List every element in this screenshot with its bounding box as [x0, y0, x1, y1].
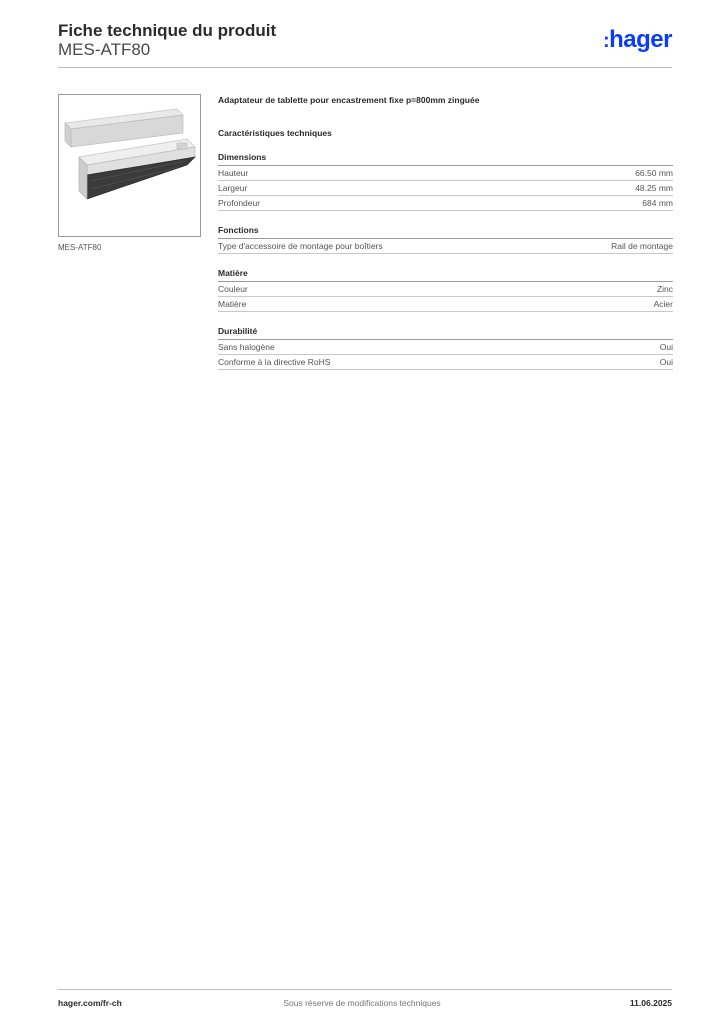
spec-label: Conforme à la directive RoHS [218, 357, 331, 367]
specs-title: Caractéristiques techniques [218, 128, 332, 138]
spec-label: Largeur [218, 183, 248, 193]
footer-website-link[interactable]: hager.com/fr-ch [58, 998, 122, 1008]
spec-row: Largeur 48.25 mm [218, 181, 673, 196]
product-details: Adaptateur de tablette pour encastrement… [218, 95, 673, 370]
spec-group-title: Dimensions [218, 152, 673, 166]
page-title: Fiche technique du produit [58, 21, 277, 40]
spec-label: Hauteur [218, 168, 249, 178]
spec-group-title: Durabilité [218, 326, 673, 340]
footer-divider [58, 989, 672, 990]
hager-logo[interactable]: :hager [602, 26, 673, 54]
spec-value: Rail de montage [611, 241, 673, 251]
logo-text: hager [609, 26, 672, 53]
spec-row: Sans halogène Oui [218, 340, 673, 355]
spec-group-title: Fonctions [218, 225, 673, 239]
spec-value: 48.25 mm [635, 183, 673, 193]
spec-value: Oui [659, 342, 673, 352]
spec-row: Profondeur 684 mm [218, 196, 673, 211]
footer-date: 11.06.2025 [629, 998, 672, 1008]
spec-row: Type d'accessoire de montage pour boîtie… [218, 239, 673, 254]
spec-row: Couleur Zinc [218, 282, 673, 297]
product-description: Adaptateur de tablette pour encastrement… [218, 95, 480, 105]
product-reference: MES-ATF80 [58, 40, 151, 59]
spec-label: Couleur [218, 284, 248, 294]
footer-notice: Sous réserve de modifications techniques [283, 998, 441, 1008]
logo-dots: : [602, 30, 610, 52]
spec-label: Type d'accessoire de montage pour boîtie… [218, 241, 383, 251]
spec-group-dimensions: Dimensions Hauteur 66.50 mm Largeur 48.25 … [218, 152, 673, 211]
spec-value: 684 mm [642, 198, 673, 208]
header-divider [58, 67, 672, 68]
spec-row: Matière Acier [218, 297, 673, 312]
spec-group-title: Matière [218, 268, 673, 282]
spec-row: Hauteur 66.50 mm [218, 166, 673, 181]
spec-value: Oui [659, 357, 673, 367]
spec-row: Conforme à la directive RoHS Oui [218, 355, 673, 370]
spec-group-fonctions: Fonctions Type d'accessoire de montage p… [218, 225, 673, 254]
spec-value: Acier [653, 299, 673, 309]
product-image [58, 94, 201, 237]
spec-label: Sans halogène [218, 342, 275, 352]
spec-value: 66.50 mm [635, 168, 673, 178]
spec-label: Profondeur [218, 198, 261, 208]
product-rail-illustration [64, 108, 197, 200]
spec-value: Zinc [656, 284, 673, 294]
image-caption: MES-ATF80 [58, 243, 102, 252]
spec-label: Matière [218, 299, 247, 309]
